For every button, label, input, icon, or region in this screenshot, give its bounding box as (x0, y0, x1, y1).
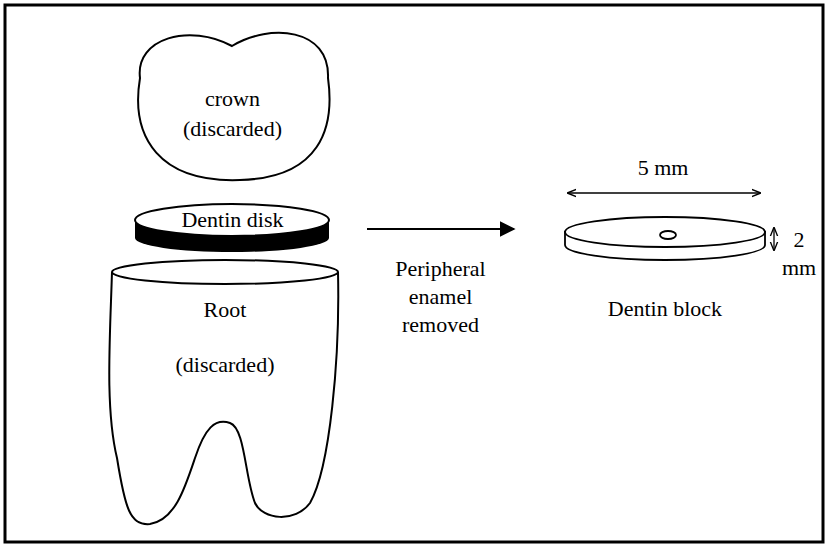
dentin-disk: Dentin disk (130, 200, 335, 254)
arrow-label: Peripheral enamel removed (376, 255, 506, 339)
dentin-block: Dentin block (560, 215, 770, 330)
frame (5, 5, 823, 542)
dimension-label: 2 mm (780, 226, 818, 282)
node-label: Dentin disk (130, 207, 335, 233)
node-label: Root (discarded) (160, 282, 290, 392)
thickness-dimension (773, 228, 774, 250)
root-shape: Root (discarded) (105, 258, 345, 530)
width-dimension (568, 192, 760, 193)
dimension-label: 5 mm (610, 154, 716, 182)
node-label: Dentin block (560, 295, 770, 323)
process-arrow (367, 228, 514, 230)
crown-shape: crown (discarded) (130, 18, 335, 183)
node-label: crown (discarded) (168, 84, 298, 144)
